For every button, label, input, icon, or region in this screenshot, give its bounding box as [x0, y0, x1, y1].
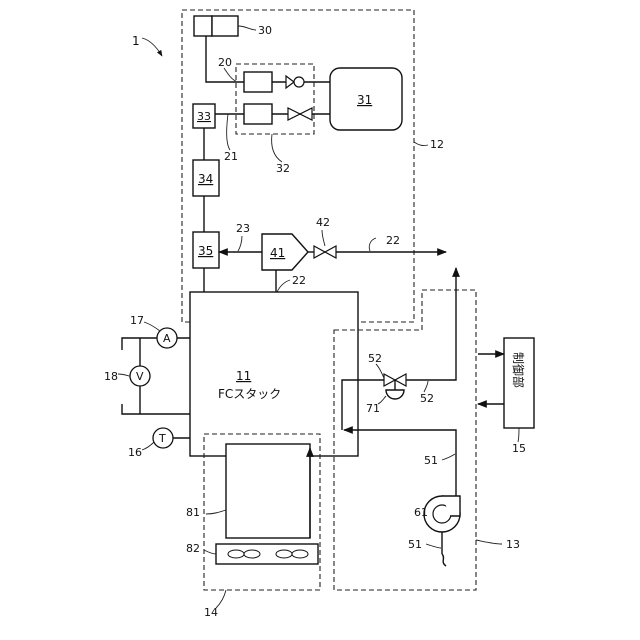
- unit-32-leader: [272, 134, 282, 162]
- voltmeter-leader: [118, 374, 130, 376]
- line-21-leader: [227, 114, 230, 150]
- air-system-ref: 13: [506, 538, 520, 551]
- line-51-ref-upper: 51: [424, 454, 438, 467]
- compressor-ref: 61: [414, 506, 428, 519]
- line-22-ref-lower: 22: [292, 274, 306, 287]
- line-51-leader-lower: [426, 544, 441, 548]
- component-30-box-right: [212, 16, 238, 36]
- pressure-valve-icon-right: [395, 374, 406, 386]
- check-valve-icon: [286, 76, 294, 88]
- purge-valve-icon-right: [325, 246, 336, 258]
- hydrogen-system-leader: [414, 142, 428, 146]
- ammeter-leader: [144, 322, 160, 331]
- fc-stack-label: FCスタック: [218, 387, 281, 401]
- component-30-box-left: [194, 16, 212, 36]
- check-valve-ball-icon: [294, 77, 304, 87]
- thermometer-leader: [142, 442, 154, 450]
- voltmeter-symbol: V: [136, 370, 144, 383]
- cooling-fan-ref: 82: [186, 542, 200, 555]
- line-51-ref-lower: 51: [408, 538, 422, 551]
- line-22-leader-upper: [369, 238, 376, 251]
- line-52-leader-upper: [376, 364, 384, 378]
- air-system-leader: [476, 540, 502, 544]
- unit-32-upper-box: [244, 72, 272, 92]
- system-ref-leader: [142, 38, 162, 56]
- fc-stack: [190, 292, 358, 456]
- fan-blade-left-a-icon: [228, 550, 244, 558]
- line-51-leader-upper: [442, 454, 455, 460]
- component-33-ref: 33: [197, 110, 211, 123]
- valve-42-ref: 42: [316, 216, 330, 229]
- positive-terminal-line: [122, 338, 190, 350]
- controller-label: 制御部: [511, 352, 526, 388]
- line-20-ref: 20: [218, 56, 232, 69]
- actuator-71-leader: [378, 396, 386, 404]
- line-22-leader-lower: [277, 280, 290, 292]
- system-ref-label: 1: [132, 34, 140, 48]
- line-52-leader-lower: [424, 381, 428, 392]
- ammeter-ref: 17: [130, 314, 144, 327]
- fan-blade-right-a-icon: [276, 550, 292, 558]
- line-20-leader: [224, 68, 236, 81]
- negative-terminal-line: [122, 404, 190, 414]
- radiator-81: [226, 444, 310, 538]
- component-34-ref: 34: [198, 172, 213, 186]
- fan-blade-right-b-icon: [292, 550, 308, 558]
- radiator-ref: 81: [186, 506, 200, 519]
- cooling-system-ref: 14: [204, 606, 218, 619]
- shutoff-valve-icon-right: [300, 108, 312, 120]
- thermometer-symbol: T: [158, 432, 166, 445]
- line-21-ref: 21: [224, 150, 238, 163]
- ammeter-symbol: A: [163, 332, 171, 345]
- separator-41-ref: 41: [270, 246, 285, 260]
- pressure-valve-icon: [384, 374, 395, 386]
- controller-ref: 15: [512, 442, 526, 455]
- air-intake-tail: [442, 554, 446, 566]
- controller-leader: [518, 428, 519, 442]
- hydrogen-system-ref: 12: [430, 138, 444, 151]
- line-23-leader: [238, 236, 242, 251]
- valve-actuator-71: [386, 390, 404, 399]
- unit-32-lower-box: [244, 104, 272, 124]
- line-23-ref: 23: [236, 222, 250, 235]
- line-52-ref-lower: 52: [420, 392, 434, 405]
- line-52-ref-upper: 52: [368, 352, 382, 365]
- component-35-ref: 35: [198, 244, 213, 258]
- cooling-fan-leader: [204, 550, 216, 554]
- thermometer-ref: 16: [128, 446, 142, 459]
- voltmeter-ref: 18: [104, 370, 118, 383]
- fc-stack-ref: 11: [236, 369, 251, 383]
- valve-42-leader: [322, 230, 325, 246]
- line-22-ref-upper: 22: [386, 234, 400, 247]
- actuator-71-ref: 71: [366, 402, 380, 415]
- air-supply-line: [344, 430, 456, 496]
- component-30-leader: [238, 26, 256, 30]
- shutoff-valve-icon: [288, 108, 300, 120]
- unit-32-ref: 32: [276, 162, 290, 175]
- radiator-leader: [206, 510, 226, 514]
- purge-valve-icon: [314, 246, 325, 258]
- component-30-ref: 30: [258, 24, 272, 37]
- hydrogen-tank-ref: 31: [357, 93, 372, 107]
- fan-blade-left-b-icon: [244, 550, 260, 558]
